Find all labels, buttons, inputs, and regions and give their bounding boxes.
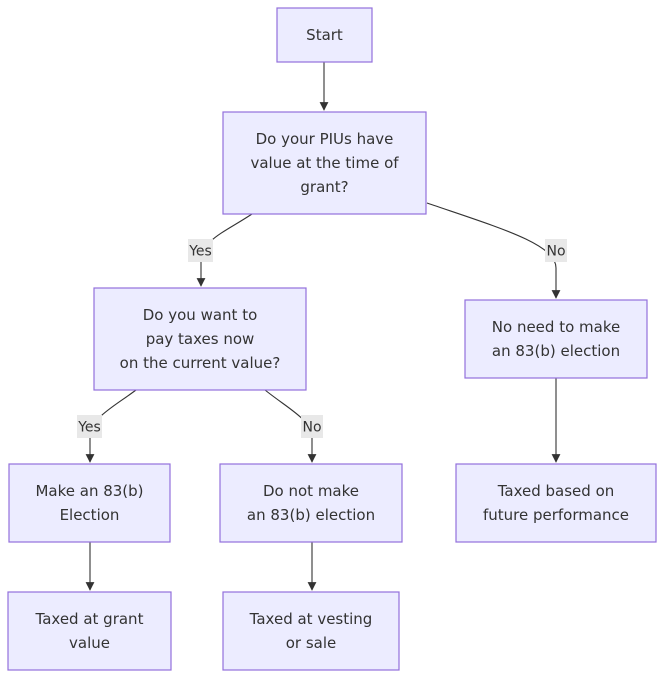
node-taxes-question: Do you want to pay taxes now on the curr… [93, 287, 307, 391]
node-make-83b-line-1: Make an 83(b) [35, 482, 143, 500]
node-taxes-question-line-2: pay taxes now [146, 330, 255, 348]
node-no-need: No need to make an 83(b) election [464, 299, 648, 379]
node-do-not-make-line-2: an 83(b) election [247, 506, 375, 524]
node-taxes-question-line-1: Do you want to [143, 306, 258, 324]
svg-text:Yes: Yes [77, 420, 101, 436]
edge-value-to-noneed [426, 202, 561, 299]
edge-label-taxes-yes: Yes [77, 415, 102, 438]
node-value-question-line-3: grant? [300, 178, 348, 196]
node-taxes-question-line-3: on the current value? [120, 354, 281, 372]
node-no-need-line-1: No need to make [492, 318, 620, 336]
node-taxed-grant-line-1: Taxed at grant [35, 610, 144, 628]
node-taxed-vesting: Taxed at vesting or sale [222, 591, 400, 671]
node-taxed-performance-line-2: future performance [483, 506, 629, 524]
node-do-not-make: Do not make an 83(b) election [219, 463, 403, 543]
node-taxed-grant: Taxed at grant value [7, 591, 172, 671]
node-start-line-1: Start [306, 26, 343, 44]
svg-text:Yes: Yes [188, 244, 212, 260]
node-make-83b: Make an 83(b) Election [8, 463, 171, 543]
node-taxed-vesting-line-2: or sale [286, 634, 337, 652]
node-value-question: Do your PIUs have value at the time of g… [222, 111, 427, 215]
edge-label-value-yes: Yes [188, 239, 213, 262]
node-taxed-performance-line-1: Taxed based on [497, 482, 615, 500]
node-value-question-line-2: value at the time of [250, 154, 399, 172]
edge-label-taxes-no: No [301, 415, 323, 438]
node-start: Start [276, 7, 373, 63]
edge-label-value-no: No [545, 239, 567, 262]
node-taxed-grant-line-2: value [69, 634, 110, 652]
svg-text:No: No [546, 244, 565, 260]
node-taxed-performance: Taxed based on future performance [455, 463, 657, 543]
svg-text:No: No [302, 420, 321, 436]
node-no-need-line-2: an 83(b) election [492, 342, 620, 360]
node-do-not-make-line-1: Do not make [263, 482, 359, 500]
node-value-question-line-1: Do your PIUs have [256, 130, 394, 148]
node-make-83b-line-2: Election [60, 506, 120, 524]
node-taxed-vesting-line-1: Taxed at vesting [249, 610, 373, 628]
